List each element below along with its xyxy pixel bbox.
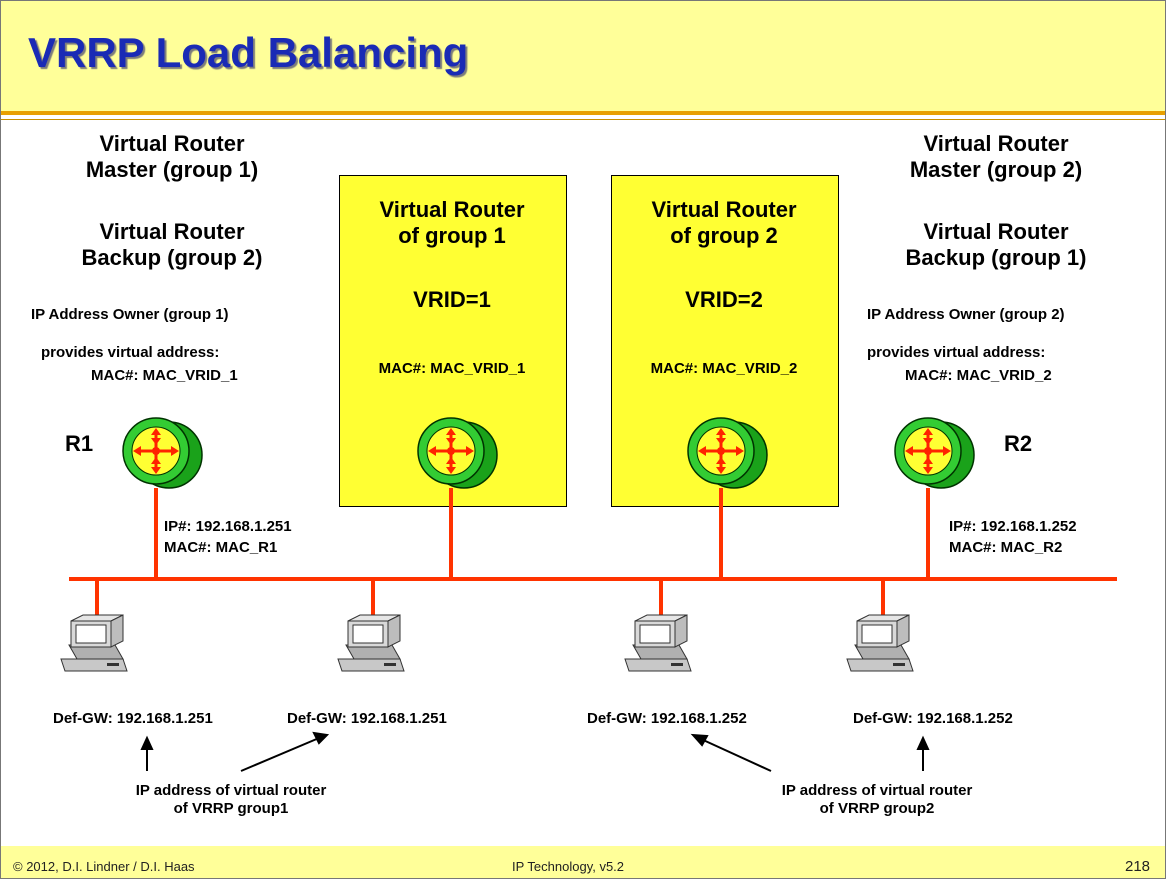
r2-mac: MAC#: MAC_R2 [949, 539, 1063, 556]
host1-gateway: Def-GW: 192.168.1.251 [53, 710, 213, 727]
r2-backup-label: Virtual Router Backup (group 1) [905, 219, 1087, 271]
title-divider [1, 111, 1165, 115]
host4-gateway: Def-GW: 192.168.1.252 [853, 710, 1013, 727]
computer-icon-host4 [846, 614, 914, 672]
r2-owner-label: IP Address Owner (group 2) [867, 306, 1065, 323]
vr-group2-vrid: VRID=2 [685, 287, 763, 312]
r1-master-label: Virtual Router Master (group 1) [85, 131, 259, 183]
router-icon-group1 [416, 416, 499, 490]
computer-icon-host1 [60, 614, 128, 672]
arrow-host3 [700, 738, 772, 772]
footer-copyright: © 2012, D.I. Lindner / D.I. Haas [13, 859, 195, 874]
vr-group1-label: Virtual Router of group 1 [379, 197, 525, 249]
host2-gateway: Def-GW: 192.168.1.251 [287, 710, 447, 727]
r2-ip: IP#: 192.168.1.252 [949, 518, 1077, 535]
r2-virtual-mac: MAC#: MAC_VRID_2 [905, 367, 1052, 384]
r1-name: R1 [65, 431, 94, 456]
host3-gateway: Def-GW: 192.168.1.252 [587, 710, 747, 727]
r1-mac: MAC#: MAC_R1 [164, 539, 278, 556]
router-icon-r2 [893, 416, 976, 490]
r1-virtual-mac: MAC#: MAC_VRID_1 [91, 367, 238, 384]
r2-master-label: Virtual Router Master (group 2) [909, 131, 1083, 183]
group1-annotation: IP address of virtual router of VRRP gro… [135, 782, 327, 817]
router-icon-r1 [121, 416, 204, 490]
footer-course: IP Technology, v5.2 [512, 859, 625, 874]
r2-provides-label: provides virtual address: [867, 344, 1046, 361]
vr-group2-mac: MAC#: MAC_VRID_2 [650, 360, 798, 377]
r2-name: R2 [1004, 431, 1033, 456]
vr-group2-label: Virtual Router of group 2 [651, 197, 797, 249]
computer-icon-host3 [624, 614, 692, 672]
footer-band [1, 846, 1165, 878]
arrow-host2 [240, 737, 320, 772]
r1-owner-label: IP Address Owner (group 1) [31, 306, 229, 323]
vr-group1-mac: MAC#: MAC_VRID_1 [378, 360, 526, 377]
title-band [1, 1, 1165, 111]
computer-icon-host2 [337, 614, 405, 672]
r1-backup-label: Virtual Router Backup (group 2) [81, 219, 263, 271]
router-icon-group2 [686, 416, 769, 490]
r1-provides-label: provides virtual address: [41, 344, 220, 361]
slide-title: VRRP Load Balancing [28, 29, 469, 76]
r1-ip: IP#: 192.168.1.251 [164, 518, 292, 535]
page-number: 218 [1125, 858, 1151, 875]
group2-annotation: IP address of virtual router of VRRP gro… [781, 782, 973, 817]
vr-group1-vrid: VRID=1 [413, 287, 491, 312]
title-divider-thin [1, 119, 1165, 120]
